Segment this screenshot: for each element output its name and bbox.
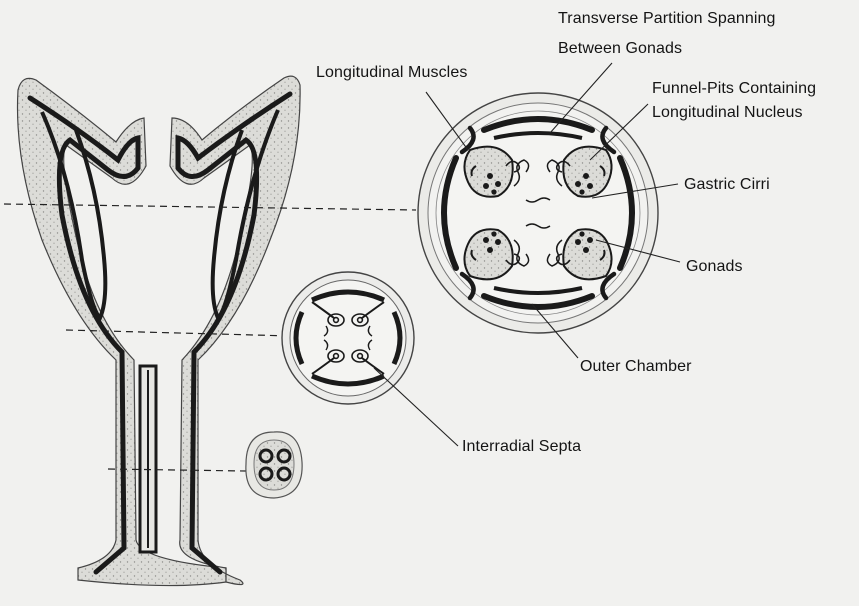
label-longitudinal-muscles: Longitudinal Muscles <box>316 62 467 84</box>
gonad-dot <box>587 237 593 243</box>
label-outer-chamber: Outer Chamber <box>580 356 692 378</box>
mid-inner-ring <box>290 280 406 396</box>
label-funnel-pits-line1: Funnel-Pits Containing <box>652 78 816 100</box>
middle-cross-section <box>282 272 414 404</box>
label-funnel-pits-line2: Longitudinal Nucleus <box>652 102 803 124</box>
gonad-dot <box>495 181 501 187</box>
stalk-section-inner <box>254 440 294 490</box>
stalk-cross-section <box>246 432 302 498</box>
gonad-dot <box>575 239 581 245</box>
gonad-dot <box>491 189 496 194</box>
gonad-dot <box>575 181 581 187</box>
gonad-dot <box>579 189 584 194</box>
leader-interradial-septa <box>374 368 458 446</box>
gonad-dot <box>487 247 493 253</box>
gonad-dot <box>491 231 496 236</box>
body-longitudinal-section <box>18 76 301 585</box>
label-interradial-septa: Interradial Septa <box>462 436 581 458</box>
gonad-dot <box>583 247 589 253</box>
label-transverse-partition-line2: Between Gonads <box>558 38 682 60</box>
gonad-dot <box>483 183 489 189</box>
gonad-dot <box>579 231 584 236</box>
gonad-dot <box>583 173 589 179</box>
gonad-dot <box>487 173 493 179</box>
gonad-dot <box>495 239 501 245</box>
gonad-dot <box>483 237 489 243</box>
label-gonads: Gonads <box>686 256 743 278</box>
gonad-dot <box>587 183 593 189</box>
label-transverse-partition-line1: Transverse Partition Spanning <box>558 8 776 30</box>
label-gastric-cirri: Gastric Cirri <box>684 174 770 196</box>
